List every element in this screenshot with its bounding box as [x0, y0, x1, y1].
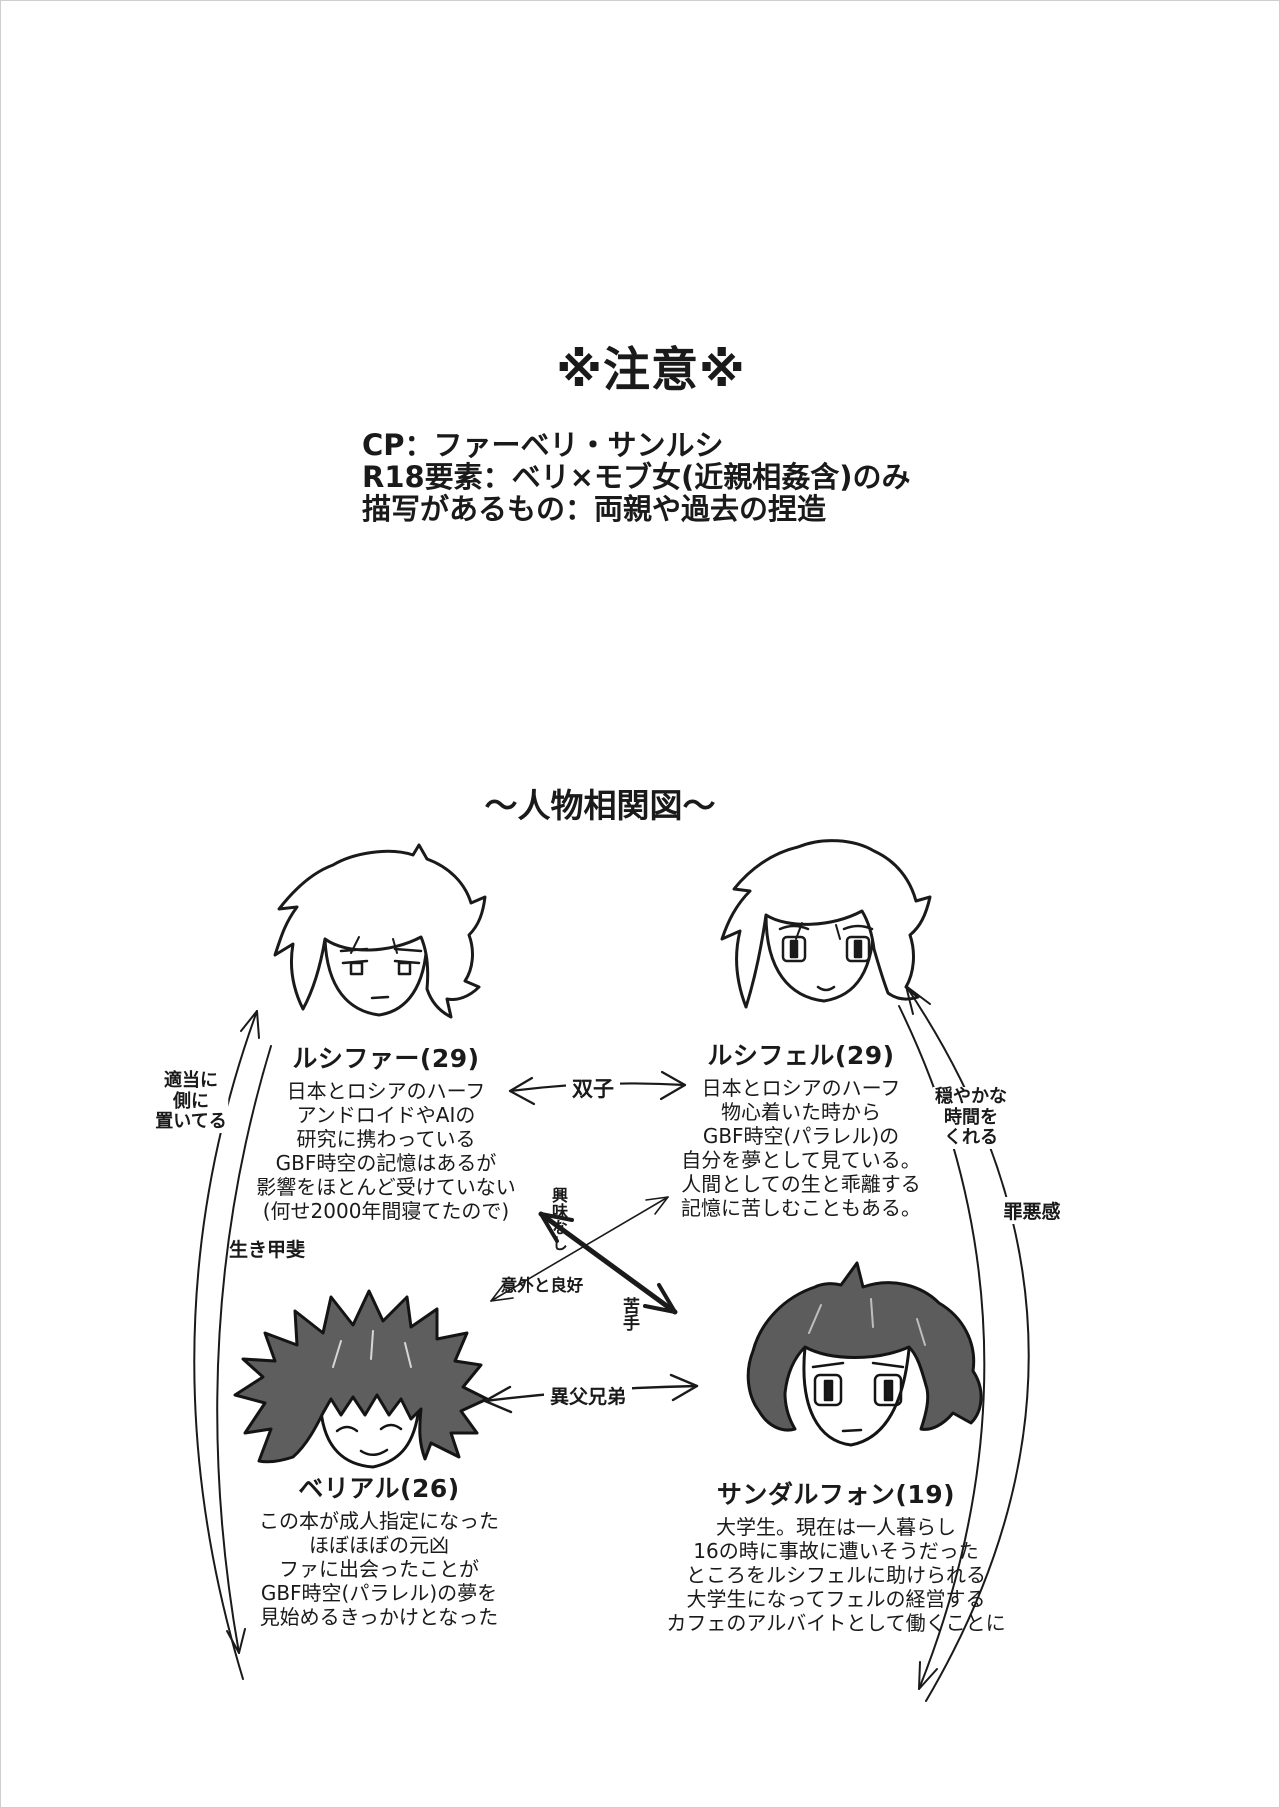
guilt-label: 罪悪感 — [997, 1197, 1067, 1224]
sandalphon-portrait — [746, 1261, 983, 1447]
twins-label: 双子 — [566, 1073, 620, 1103]
sandalphon-desc: 大学生。現在は一人暮らし 16の時に事故に遭いそうだった ところをルシフェルに助… — [666, 1515, 1006, 1635]
sandalphon-info: サンダルフォン(19) 大学生。現在は一人暮らし 16の時に事故に遭いそうだった… — [666, 1475, 1005, 1635]
lucifer-name: ルシファー(29) — [292, 1044, 480, 1073]
lucifel-right-brow — [842, 924, 874, 931]
lucifel-left-brow — [778, 924, 810, 931]
calm-time-label: 穏やかな 時間を くれる — [933, 1086, 1009, 1149]
ikigai-label: 生き甲斐 — [228, 1239, 306, 1261]
lucifel-portrait — [720, 839, 932, 1009]
belial-hair — [233, 1289, 489, 1464]
belial-name: ベリアル(26) — [298, 1474, 460, 1503]
half-brothers-label: 異父兄弟 — [543, 1382, 633, 1409]
sandalphon-name: サンダルフォン(19) — [716, 1480, 956, 1509]
good-terms-label: 意外と良好 — [500, 1276, 584, 1295]
caution-info: CP：ファーベリ・サンルシ R18要素：ベリ×モブ女(近親相姦含)のみ 描写があ… — [362, 429, 911, 525]
info-line-depiction: 描写があるもの：両親や過去の捏造 — [362, 492, 827, 526]
lucifer-portrait — [273, 843, 487, 1019]
lucifel-left-eye — [781, 935, 807, 963]
lucifer-info: ルシファー(29) 日本とロシアのハーフ アンドロイドやAIの 研究に携わってい… — [256, 1039, 515, 1223]
lucifer-hair — [273, 843, 487, 1019]
info-line-r18: R18要素：ベリ×モブ女(近親相姦含)のみ — [362, 460, 911, 494]
bad-at-label: 苦手 — [619, 1297, 639, 1331]
lucifer-right-brow — [393, 947, 423, 953]
lucifel-mouth — [816, 985, 836, 992]
diagram-title: ～人物相関図～ — [484, 786, 716, 825]
keep-aside-label: 適当に 側に 置いてる — [153, 1070, 229, 1133]
belial-left-eye — [335, 1425, 359, 1433]
belial-info: ベリアル(26) この本が成人指定になった ほぼほぼの元凶 ファに出会ったことが… — [259, 1469, 499, 1629]
no-interest-label: 興味なし — [549, 1187, 568, 1251]
sandalphon-left-brow — [811, 1361, 845, 1369]
lucifer-desc: 日本とロシアのハーフ アンドロイドやAIの 研究に携わっている GBF時空の記憶… — [256, 1079, 516, 1223]
caution-title: ※注意※ — [556, 343, 746, 398]
lucifer-mouth — [370, 995, 390, 1000]
sandalphon-left-eye — [813, 1373, 843, 1407]
lucifel-desc: 日本とロシアのハーフ 物心着いた時から GBF時空(パラレル)の 自分を夢として… — [681, 1076, 921, 1220]
belial-mouth — [359, 1448, 389, 1456]
belial-desc: この本が成人指定になった ほぼほぼの元凶 ファに出会ったことが GBF時空(パラ… — [259, 1509, 499, 1629]
lucifel-hair — [720, 839, 932, 1009]
lucifel-info: ルシフェル(29) 日本とロシアのハーフ 物心着いた時から GBF時空(パラレル… — [681, 1036, 921, 1220]
info-line-cp: CP：ファーベリ・サンルシ — [362, 428, 724, 462]
lucifer-left-brow — [339, 947, 369, 953]
belial-portrait — [233, 1289, 489, 1469]
lucifel-right-eye — [845, 935, 871, 963]
sandalphon-mouth — [841, 1428, 863, 1433]
lucifer-face — [323, 937, 429, 1017]
belial-right-eye — [379, 1423, 403, 1431]
belial-face — [319, 1405, 421, 1469]
lucifel-name: ルシフェル(29) — [707, 1041, 895, 1070]
